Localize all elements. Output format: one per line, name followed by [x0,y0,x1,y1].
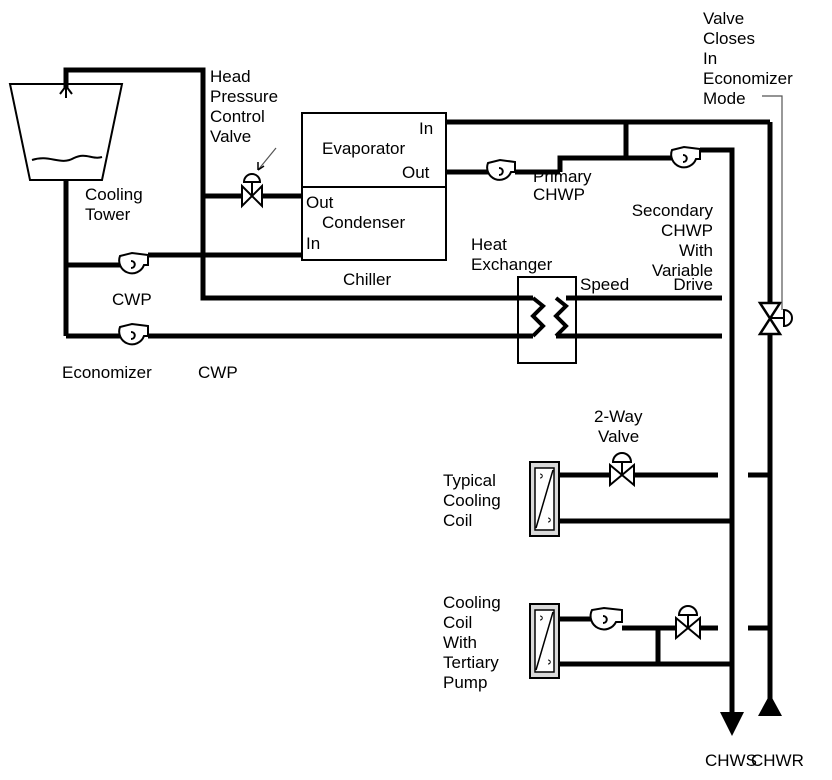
typical-cooling-coil-icon [529,461,560,537]
cooling-tower-label-2: Tower [85,205,131,224]
economizer-cwp-label: CWP [198,363,238,382]
evaporator-in-label: In [419,119,433,138]
heat-exchanger-icon [517,276,577,364]
condenser-label: Condenser [322,213,406,232]
typical-coil-label-2: Cooling [443,491,501,510]
secondary-chwp-pump-icon [670,145,701,169]
economizer-valve-icon [757,95,793,336]
tertiary-valve-icon [675,605,701,641]
tertiary-coil-label-4: Tertiary [443,653,499,672]
two-way-valve-label-1: 2-Way [594,407,643,426]
typical-coil-label-3: Coil [443,511,472,530]
cwp-label: CWP [112,290,152,309]
cwp-pump-icon [118,251,149,275]
chwr-arrow-icon [758,694,782,716]
hp-valve-label-2: Pressure [210,87,278,106]
two-way-valve-icon [609,452,635,488]
tertiary-coil-label-5: Pump [443,673,487,692]
two-way-valve-label-2: Valve [598,427,639,446]
valve-closes-label-5: Mode [703,89,746,108]
head-pressure-valve-icon [241,147,277,209]
hp-valve-label-4: Valve [210,127,251,146]
valve-closes-label-2: Closes [703,29,755,48]
chiller-label: Chiller [343,270,392,289]
drive-label: Drive [673,275,713,294]
heat-exchanger-label-2: Exchanger [471,255,553,274]
tertiary-coil-label-2: Coil [443,613,472,632]
primary-chwp-label-2: CHWP [533,185,585,204]
tertiary-coil-label-1: Cooling [443,593,501,612]
hp-valve-label-3: Control [210,107,265,126]
bypass-pipe [623,122,672,161]
tertiary-cooling-coil-icon [529,603,560,679]
economizer-cwp-pump-icon [118,322,149,346]
valve-closes-label-4: Economizer [703,69,793,88]
pipes [63,67,773,712]
condenser-in-label: In [306,234,320,253]
primary-chwp-discharge [515,155,626,175]
secondary-chwp-label-2: CHWP [661,221,713,240]
evaporator-out-label: Out [402,163,430,182]
condenser-water-supply-pipe [63,67,722,301]
condenser-out-label: Out [306,193,334,212]
typical-coil-label-1: Typical [443,471,496,490]
tertiary-pump-icon [589,606,623,631]
chws-arrow-icon [720,712,744,736]
chws-riser [700,147,735,712]
tertiary-coil-label-3: With [443,633,477,652]
hp-valve-label-1: Head [210,67,251,86]
evaporator-label: Evaporator [322,139,405,158]
cooling-tower-label-1: Cooling [85,185,143,204]
valve-closes-label-3: In [703,49,717,68]
chws-label: CHWS [705,751,757,770]
secondary-chwp-label-1: Secondary [632,201,714,220]
primary-chwp-label-1: Primary [533,167,592,186]
secondary-chwp-label-4: Variable [652,261,713,280]
chwr-label: CHWR [751,751,804,770]
economizer-label: Economizer [62,363,152,382]
valve-closes-label-1: Valve [703,9,744,28]
cooling-tower [8,83,124,181]
heat-exchanger-label-1: Heat [471,235,507,254]
labels: Cooling Tower Head Pressure Control Valv… [62,9,804,770]
speed-label: Speed [580,275,629,294]
primary-chwp-pump-icon [486,158,516,181]
secondary-chwp-label-3: With [679,241,713,260]
